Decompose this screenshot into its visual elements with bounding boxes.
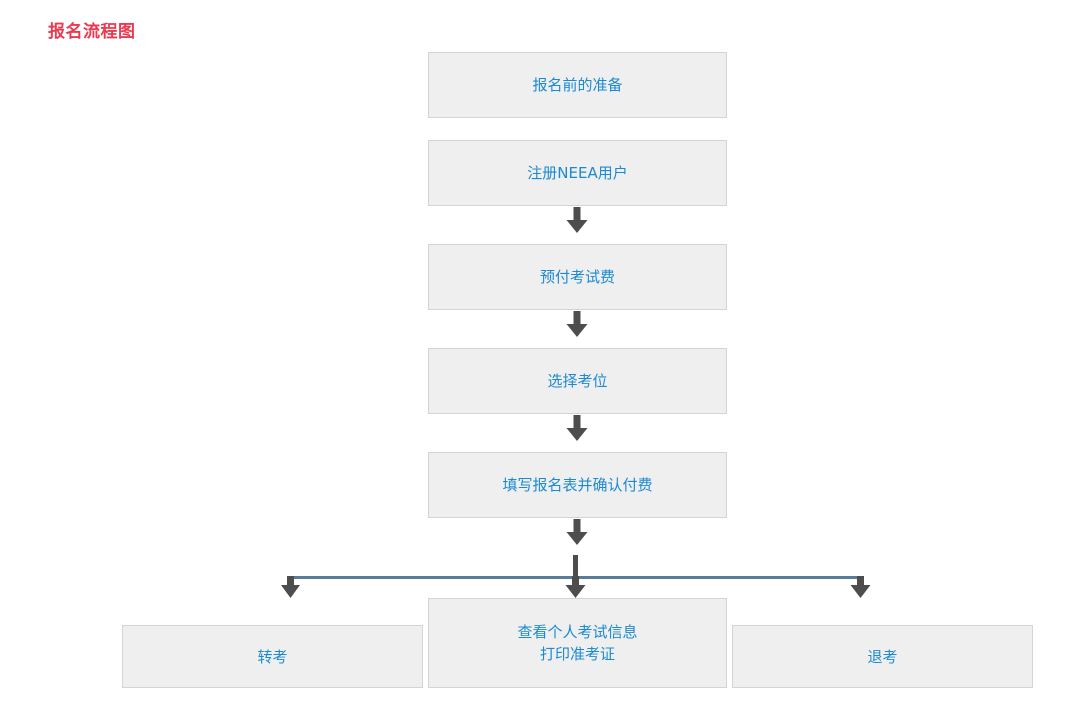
flow-node-preparation[interactable]: 报名前的准备 <box>428 52 727 118</box>
flow-node-select-seat[interactable]: 选择考位 <box>428 348 727 414</box>
arrow-down-icon-seat-to-form <box>564 415 590 443</box>
flow-node-prepay-fee[interactable]: 预付考试费 <box>428 244 727 310</box>
flow-node-transfer-exam[interactable]: 转考 <box>122 625 423 688</box>
flow-node-withdraw-exam[interactable]: 退考 <box>732 625 1033 688</box>
arrow-down-icon-prepay-to-seat <box>564 311 590 339</box>
flow-node-view-info-print-admission[interactable]: 查看个人考试信息 打印准考证 <box>428 598 727 688</box>
page-title: 报名流程图 <box>48 22 136 42</box>
flow-node-register-neea[interactable]: 注册NEEA用户 <box>428 140 727 206</box>
arrow-down-icon-neea-to-prepay <box>564 207 590 235</box>
arrow-down-icon-form-to-branch <box>564 519 590 547</box>
branch-connector <box>280 555 872 603</box>
flow-node-fill-form-confirm-payment[interactable]: 填写报名表并确认付费 <box>428 452 727 518</box>
